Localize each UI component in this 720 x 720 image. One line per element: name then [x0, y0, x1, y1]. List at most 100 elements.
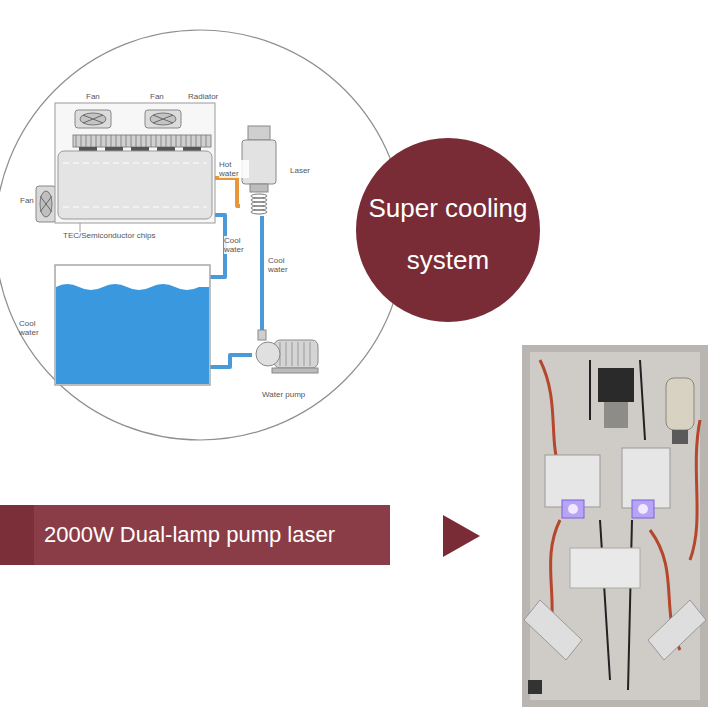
machine-photo: [562, 500, 584, 518]
water-tank-outline: [55, 265, 210, 385]
machine-photo: [598, 368, 634, 402]
chiller-unit-outline: [58, 151, 212, 219]
chiller-unit-outline: [145, 110, 181, 128]
chiller-unit-outline: [101, 135, 102, 147]
chiller-unit-outline: [116, 135, 117, 147]
pipe-label: Cool water: [268, 256, 298, 274]
chiller-unit-outline: [145, 110, 181, 128]
chiller-unit-outline: [206, 135, 207, 147]
laser-head-outline: [250, 184, 268, 192]
water-pump-outline: [304, 342, 305, 366]
chiller-unit-outline: [81, 135, 82, 147]
water-tank: Cool water: [55, 265, 210, 385]
machine-photo: [545, 455, 600, 507]
chiller-unit-outline: [156, 135, 157, 147]
chiller-unit-outline: [150, 113, 176, 125]
pipe-label: Cool water: [224, 236, 254, 254]
machine-photo: [540, 360, 700, 650]
chiller-unit-outline: [151, 135, 152, 147]
chiller-unit-outline: [166, 135, 167, 147]
water-tank-outline: [56, 284, 209, 384]
chiller-unit-outline: [183, 147, 201, 151]
laser-head-outline: [251, 198, 267, 202]
side-fan: [40, 191, 52, 217]
machine-photo: [622, 448, 670, 508]
title-band: 2000W Dual-lamp pump laser: [0, 505, 390, 565]
feature-badge-outline: [356, 138, 540, 322]
chiller-unit-outline: [80, 113, 106, 125]
part-label: Fan: [150, 92, 164, 101]
water-pump-outline: [256, 342, 280, 366]
machine-photo: [522, 345, 708, 707]
water-pump-outline: [310, 342, 311, 366]
chiller-unit-outline: [76, 135, 77, 147]
chiller-unit-outline: [63, 163, 207, 164]
part-label: Cool water: [19, 319, 51, 337]
feature-badge: Super cooling system: [356, 138, 540, 322]
chiller-unit-outline: [55, 103, 215, 223]
machine-photo: [522, 345, 708, 707]
side-fan: [40, 196, 52, 212]
chiller-unit-outline: [181, 135, 182, 147]
chiller-unit-outline: [201, 135, 202, 147]
machine-photo: [528, 680, 542, 694]
part-label: Fan: [20, 196, 34, 205]
laser-head-outline: [251, 206, 267, 210]
pointer-triangle: [443, 515, 480, 557]
part-label: Laser: [290, 166, 330, 175]
laser-head-outline: [251, 194, 267, 198]
side-fan: [36, 186, 56, 222]
chiller-unit-outline: [83, 115, 103, 123]
chiller-unit-outline: [73, 135, 211, 147]
title-band-outline: [0, 505, 390, 565]
water-pump-outline: [298, 342, 299, 366]
chiller-unit-outline: [86, 135, 87, 147]
side-fan: [40, 196, 52, 212]
water-pump: Water pump: [252, 330, 322, 374]
chiller-unit-outline: [121, 135, 122, 147]
part-label: TEC/Semiconductor chips: [63, 231, 203, 240]
machine-photo: [590, 360, 645, 690]
water-pump-outline: [286, 342, 287, 366]
chiller-unit-outline: [75, 110, 111, 128]
badge-text: Super cooling system: [366, 182, 530, 286]
machine-photo: [648, 600, 706, 660]
chiller-unit-outline: [191, 135, 192, 147]
water-pump-outline: [252, 330, 322, 374]
part-label: Fan: [86, 92, 100, 101]
chiller-unit-outline: [91, 135, 92, 147]
laser-head-outline: [248, 126, 270, 140]
chiller-unit-outline: [146, 135, 147, 147]
chiller-unit-outline: [131, 147, 149, 151]
chiller-unit: TEC/Semiconductor chips: [55, 103, 215, 223]
chiller-unit-outline: [136, 135, 137, 147]
water-pipe: [210, 355, 252, 367]
chiller-unit-outline: [153, 115, 173, 123]
chiller-unit-outline: [176, 135, 177, 147]
machine-photo: [524, 600, 582, 660]
pipe-label: Hot water: [219, 160, 249, 178]
chiller-unit-outline: [83, 115, 103, 123]
water-tank-outline: [55, 265, 210, 385]
water-pipe: [215, 178, 240, 206]
chiller-unit-outline: [75, 110, 111, 128]
machine-photo: [570, 548, 640, 588]
machine-photo: [632, 500, 654, 518]
title-band-outline: [0, 505, 34, 565]
diagram-circle: [0, 30, 405, 440]
part-label: Radiator: [188, 92, 218, 101]
part-label: Water pump: [262, 390, 332, 399]
chiller-unit-outline: [157, 147, 175, 151]
chiller-unit-outline: [161, 135, 162, 147]
chiller-unit-outline: [186, 135, 187, 147]
water-pipe: [210, 215, 225, 277]
chiller-unit-outline: [171, 135, 172, 147]
chiller-unit-outline: [96, 135, 97, 147]
pointer-triangle: [443, 515, 480, 557]
water-pump-outline: [292, 342, 293, 366]
machine-photo: [672, 430, 688, 444]
water-pump-outline: [272, 368, 318, 373]
chiller-unit-outline: [196, 135, 197, 147]
machine-photo: [568, 504, 578, 514]
